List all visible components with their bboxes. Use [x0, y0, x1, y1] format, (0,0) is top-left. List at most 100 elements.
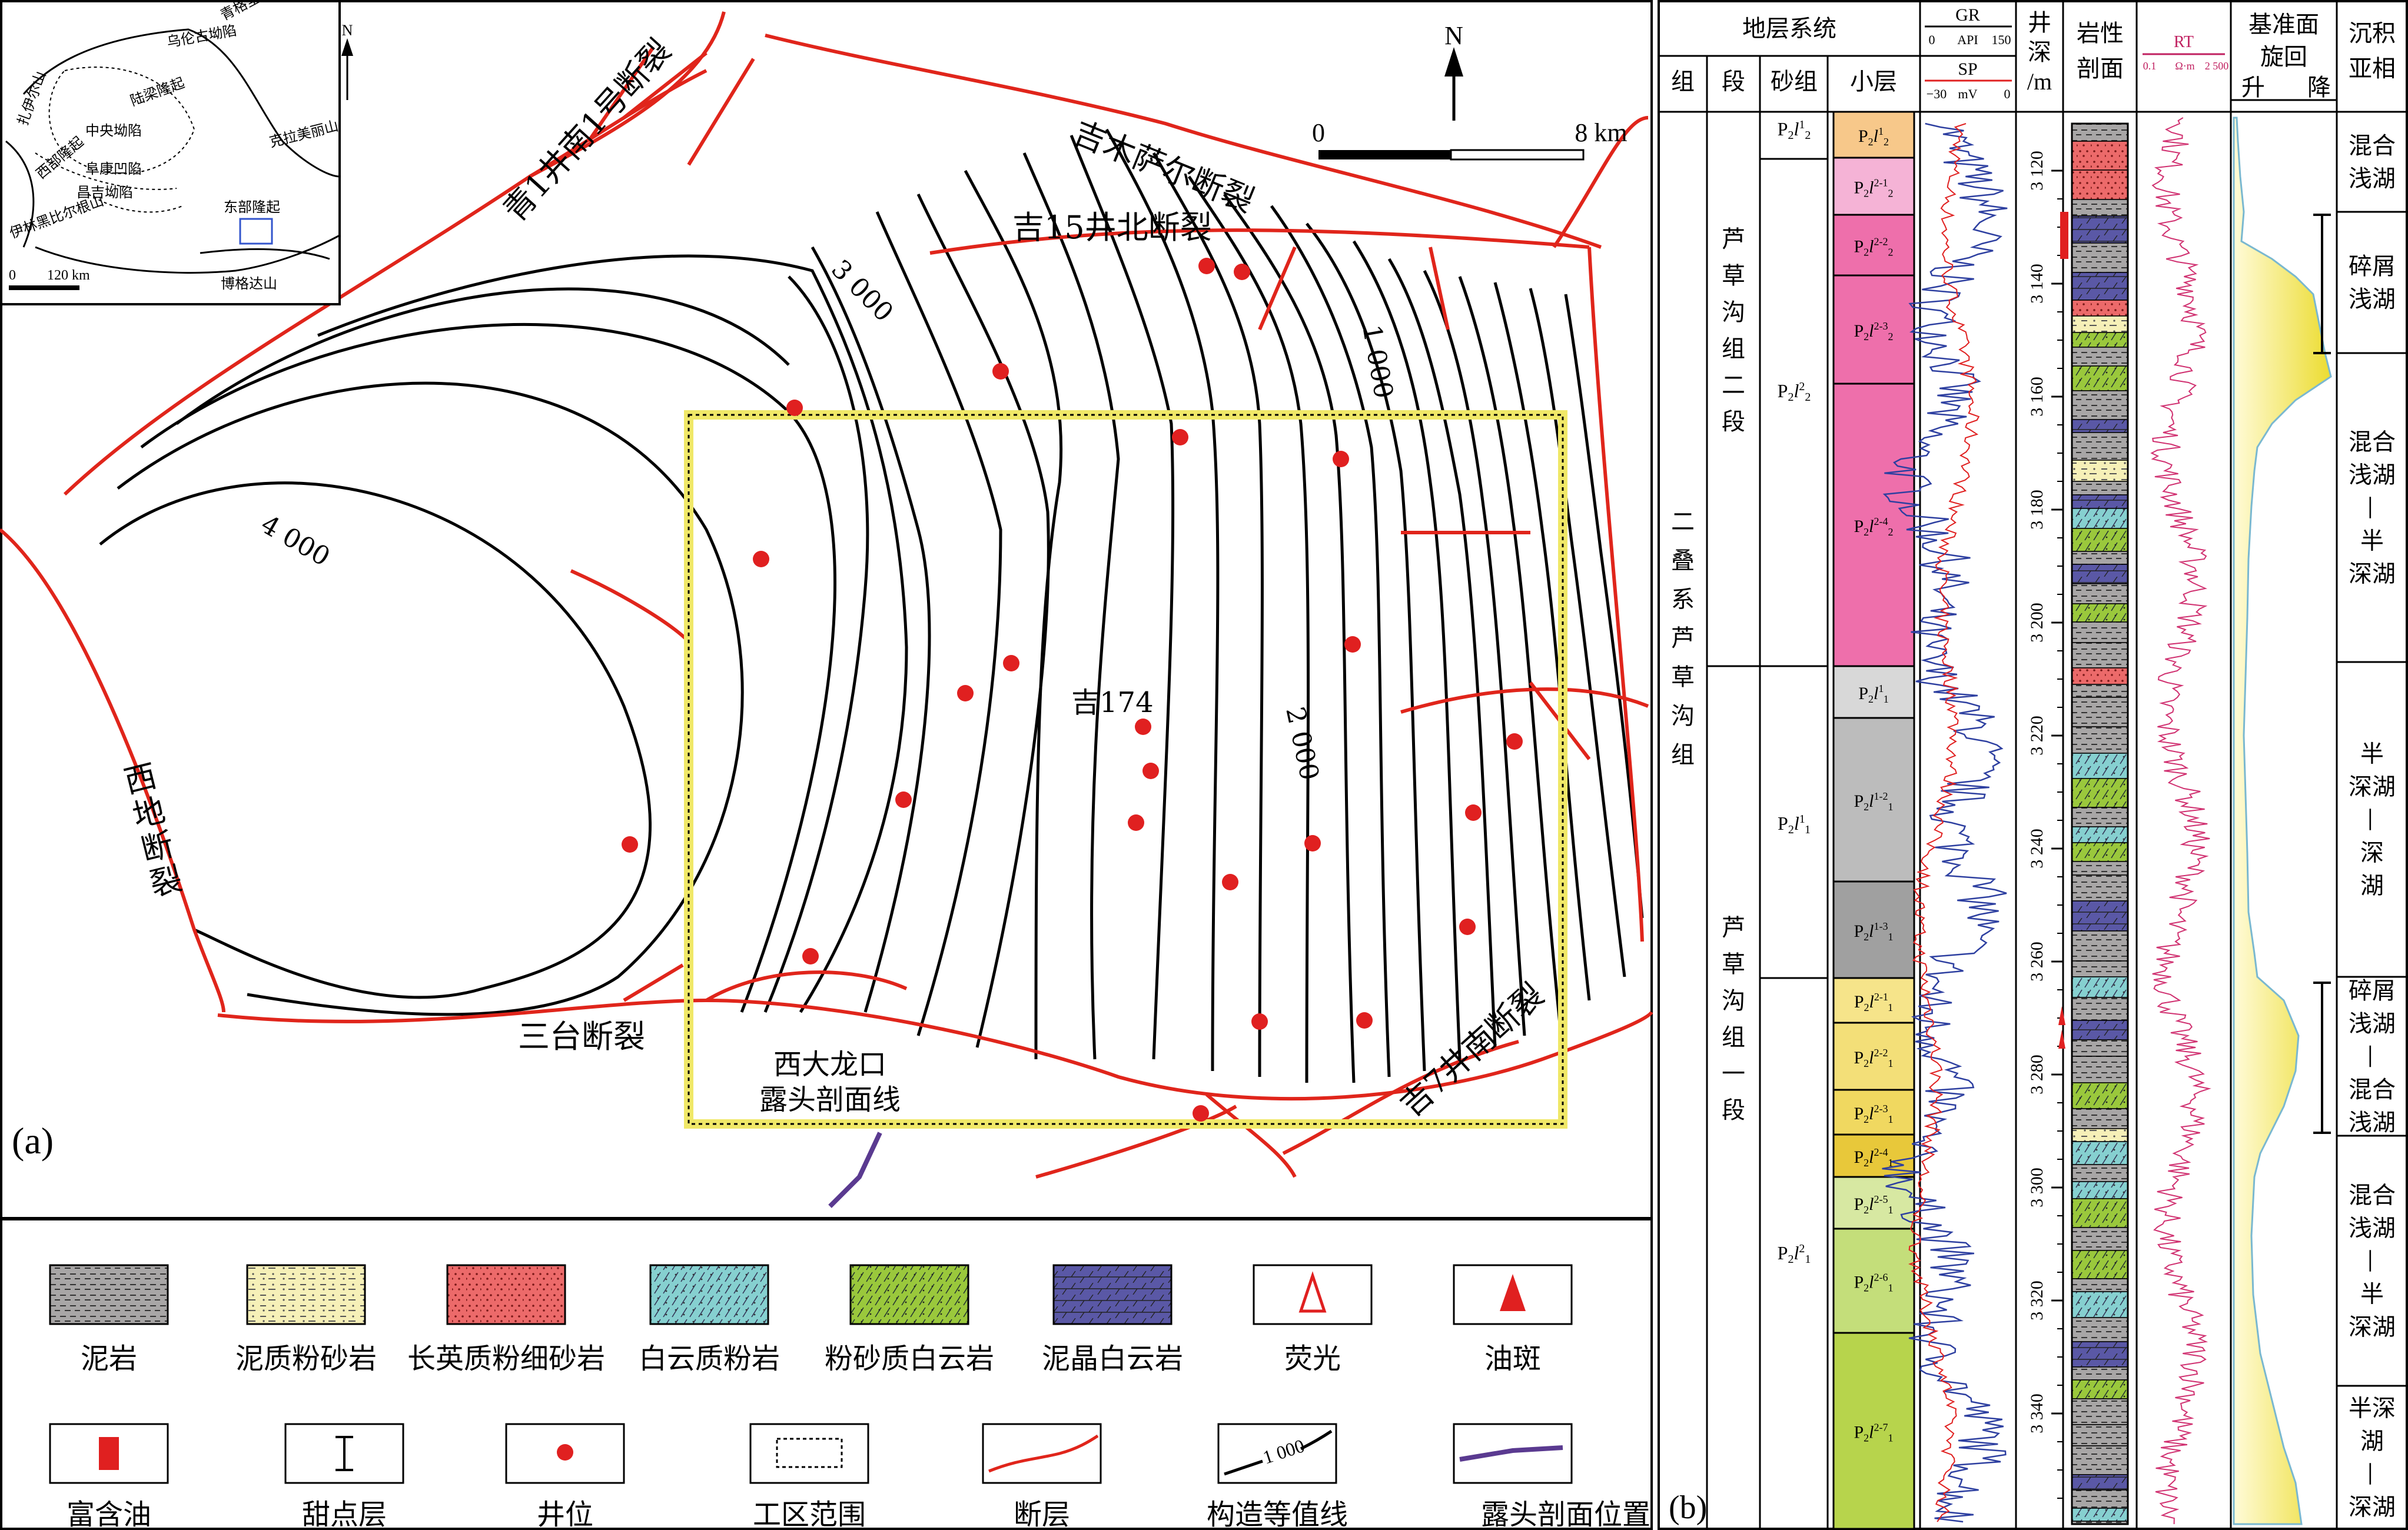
- gr-log: [1882, 122, 2008, 1523]
- litho-bed: [2071, 315, 2128, 333]
- oil-spot-marker-1: [2058, 1006, 2065, 1025]
- litho-bed: [2071, 481, 2128, 495]
- duan1Text-char: 一: [1722, 1060, 1745, 1087]
- legend-swatch-dolosilt: [649, 1264, 769, 1325]
- header-xiaoceng: 小层: [1850, 68, 1897, 95]
- facies-column: 混合浅湖碎屑浅湖混合浅湖—半深湖半深湖—深湖碎屑浅湖—混合浅湖混合浅湖—半深湖半…: [2337, 132, 2407, 1521]
- outcrop-icon: [1459, 1445, 1563, 1462]
- legend-label-sandstone: 长英质粉细砂岩: [407, 1342, 605, 1375]
- litho-bed: [2071, 667, 2128, 685]
- header-strat-system: 地层系统: [1742, 15, 1836, 42]
- gr-curve: [1882, 122, 2008, 1523]
- litho-bed: [2071, 976, 2128, 998]
- xiaoceng-box: [1832, 1228, 1915, 1334]
- depth-tick-label: 3 320: [2027, 1280, 2047, 1321]
- litho-bed: [2071, 1278, 2128, 1292]
- inset-label-dongbu: 东部隆起: [224, 199, 280, 215]
- litho-bed: [2071, 365, 2128, 391]
- facies-text: —: [2358, 1249, 2385, 1273]
- xiaoceng-box: [1832, 717, 1915, 883]
- litho-bed: [2071, 684, 2128, 698]
- duan2Text-char: 沟: [1722, 299, 1745, 326]
- xiaoceng-box: [1832, 1176, 1915, 1230]
- depth-tick-label: 3 220: [2027, 716, 2047, 756]
- scale-label-0: 0: [1312, 118, 1325, 147]
- litho-bed: [2071, 1039, 2128, 1057]
- litho-bed: [2071, 1508, 2128, 1522]
- header-gr: GR: [1955, 5, 1980, 25]
- inset-label-fukang: 阜康凹陷: [85, 161, 142, 177]
- inset-map: 青格里底山 乌伦古坳陷 扎伊尔山 陆梁隆起 克拉美丽山 中央坳陷 西部隆起 阜康…: [0, 0, 353, 305]
- lithology-column: [2071, 122, 2129, 1525]
- litho-bed: [2071, 1164, 2128, 1182]
- inset-scale-0: 0: [9, 268, 16, 283]
- header-shazu: 砂组: [1771, 68, 1818, 95]
- xiaoceng-box: [1832, 1332, 1915, 1530]
- cycle-curve: [2233, 117, 2332, 1525]
- xiaoceng-box: [1832, 1133, 1915, 1178]
- depth-tick-label: 3 260: [2027, 942, 2047, 982]
- zuText-char: 叠: [1671, 547, 1695, 574]
- inset-label-zhongyang: 中央坳陷: [85, 122, 142, 139]
- facies-text: 深湖: [2349, 1494, 2396, 1521]
- depth-tick-label: 3 300: [2027, 1168, 2047, 1208]
- litho-bed: [2071, 419, 2128, 433]
- facies-text: 浅湖: [2349, 1010, 2396, 1037]
- litho-bed: [2071, 583, 2128, 604]
- sweet-spot-icon: [336, 1436, 353, 1471]
- litho-frame: [2071, 122, 2129, 1525]
- litho-bed: [2071, 169, 2128, 200]
- header-litho-1: 岩性: [2077, 20, 2124, 47]
- litho-bed: [2071, 753, 2128, 779]
- header-cycle-down: 降: [2307, 74, 2331, 101]
- sweet-spot-markers: [2313, 214, 2331, 1134]
- depth-tick-label: 3 340: [2027, 1393, 2047, 1433]
- duan1Text-char: 组: [1722, 1024, 1745, 1051]
- duan1Text-char: 草: [1722, 951, 1745, 978]
- litho-bed: [2071, 603, 2128, 623]
- rt-log: [2150, 117, 2211, 1525]
- header-depth-1: 井: [2028, 9, 2051, 36]
- facies-text: 半: [2360, 741, 2384, 768]
- litho-bed: [2071, 642, 2128, 668]
- litho-bed: [2071, 494, 2128, 509]
- header-facies-2: 亚相: [2349, 55, 2396, 82]
- inset-north: N: [342, 22, 353, 39]
- litho-bed: [2071, 460, 2128, 482]
- facies-text: 深湖: [2349, 1314, 2396, 1341]
- facies-text: 浅湖: [2349, 286, 2396, 313]
- duan2Text-char: 芦: [1722, 226, 1745, 253]
- litho-bed: [2071, 1379, 2128, 1399]
- depth-tick-label: 3 140: [2027, 264, 2047, 304]
- header-cycle-1: 基准面: [2248, 11, 2319, 38]
- xiaoceng-label: P2l2-31: [1854, 1103, 1893, 1125]
- facies-text: 混合: [2349, 1182, 2396, 1209]
- oil-spot-icon: [1500, 1274, 1526, 1311]
- facies-text: 湖: [2360, 873, 2384, 900]
- facies-text: 碎屑: [2349, 977, 2396, 1005]
- facies-text: 混合: [2349, 429, 2396, 456]
- legend-label-contour: 构造等值线: [1207, 1498, 1348, 1530]
- fault-label-ji15: 吉15井北断裂: [1012, 209, 1212, 246]
- base-level-cycle: [2233, 117, 2332, 1525]
- fluorescence-icon: [1298, 1271, 1327, 1313]
- litho-bed: [2071, 826, 2128, 843]
- duan1Text-char: 沟: [1722, 987, 1745, 1015]
- facies-text: 半: [2360, 1281, 2384, 1308]
- litho-bed: [2071, 300, 2128, 317]
- header-zu: 组: [1671, 68, 1695, 95]
- litho-bed: [2071, 960, 2128, 977]
- legend-label-silty-dolo: 粉砂质白云岩: [825, 1342, 994, 1375]
- legend-label-oil-rich: 富含油: [67, 1498, 151, 1530]
- litho-bed: [2071, 390, 2128, 420]
- facies-text: 深湖: [2349, 561, 2396, 588]
- north-label: N: [1444, 21, 1463, 50]
- litho-bed: [2071, 1020, 2128, 1040]
- xiaoceng-box: [1832, 665, 1915, 719]
- litho-bed: [2071, 697, 2128, 727]
- litho-bed: [2071, 1227, 2128, 1251]
- litho-bed: [2071, 861, 2128, 876]
- depth-tick-label: 3 160: [2027, 377, 2047, 417]
- facies-text: —: [2358, 1045, 2385, 1068]
